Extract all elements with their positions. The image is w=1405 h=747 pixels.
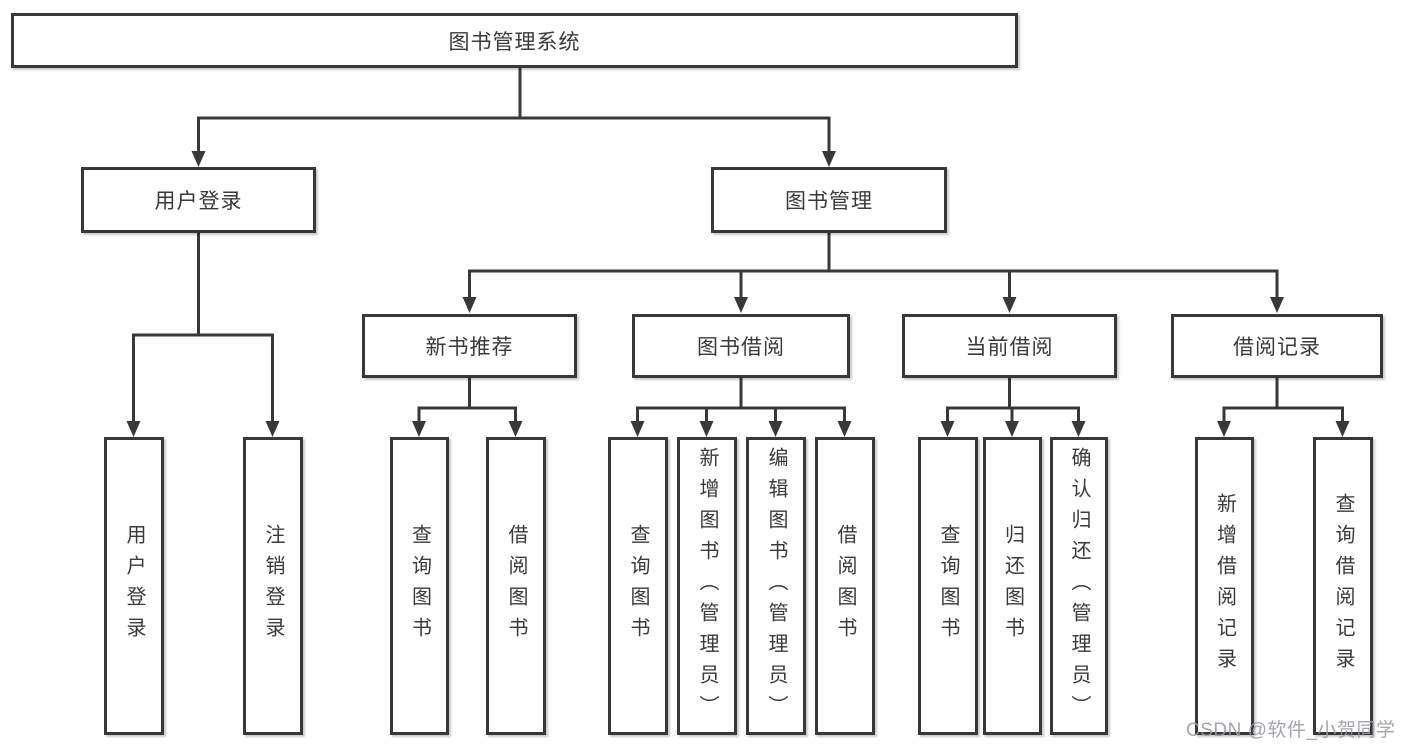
leaf-query-books-borrow-label: 查询图书: [627, 524, 649, 648]
node-library-system: 图书管理系统: [11, 13, 1018, 68]
leaf-borrow-books: 借阅图书: [815, 437, 875, 735]
node-borrow-records-label: 借阅记录: [1233, 336, 1321, 359]
leaf-query-books-borrow: 查询图书: [608, 437, 668, 735]
leaf-borrow-books-label: 借阅图书: [834, 524, 856, 648]
leaf-confirm-return-admin: 确认归还（管理员）: [1050, 437, 1108, 735]
leaf-logout-label: 注销登录: [262, 524, 284, 648]
node-user-login-label: 用户登录: [154, 190, 243, 213]
leaf-logout: 注销登录: [243, 437, 303, 735]
node-book-borrow: 图书借阅: [632, 314, 850, 378]
leaf-query-books-current-label: 查询图书: [937, 524, 959, 648]
leaf-confirm-return-admin-label: 确认归还（管理员）: [1068, 446, 1090, 726]
leaf-edit-books-admin-label: 编辑图书（管理员）: [765, 446, 787, 726]
leaf-borrow-books-recommend-label: 借阅图书: [505, 524, 527, 648]
leaf-user-login-label: 用户登录: [123, 524, 145, 648]
node-new-book-recommend: 新书推荐: [362, 314, 577, 378]
leaf-user-login: 用户登录: [104, 437, 164, 735]
node-new-book-recommend-label: 新书推荐: [425, 336, 514, 359]
leaf-add-books-admin: 新增图书（管理员）: [677, 437, 737, 735]
leaf-query-books-recommend: 查询图书: [390, 437, 449, 735]
leaf-return-books: 归还图书: [983, 437, 1042, 735]
node-current-borrow-label: 当前借阅: [965, 336, 1054, 359]
node-current-borrow: 当前借阅: [902, 314, 1117, 378]
leaf-borrow-books-recommend: 借阅图书: [486, 437, 546, 735]
leaf-query-borrow-record-label: 查询借阅记录: [1332, 493, 1354, 679]
node-book-borrow-label: 图书借阅: [697, 336, 785, 359]
node-book-management-label: 图书管理: [785, 190, 873, 213]
leaf-query-books-recommend-label: 查询图书: [408, 524, 431, 648]
leaf-return-books-label: 归还图书: [1001, 524, 1024, 648]
leaf-edit-books-admin: 编辑图书（管理员）: [746, 437, 806, 735]
csdn-watermark: CSDN @软件_小贺同学: [1186, 720, 1396, 741]
node-user-login: 用户登录: [81, 167, 316, 233]
leaf-add-borrow-record: 新增借阅记录: [1195, 437, 1254, 735]
leaf-add-borrow-record-label: 新增借阅记录: [1213, 493, 1236, 679]
node-book-management: 图书管理: [711, 167, 947, 233]
leaf-add-books-admin-label: 新增图书（管理员）: [696, 446, 718, 726]
leaf-query-borrow-record: 查询借阅记录: [1313, 437, 1373, 735]
node-library-system-label: 图书管理系统: [448, 30, 581, 54]
leaf-query-books-current: 查询图书: [918, 437, 978, 735]
node-borrow-records: 借阅记录: [1171, 314, 1383, 378]
